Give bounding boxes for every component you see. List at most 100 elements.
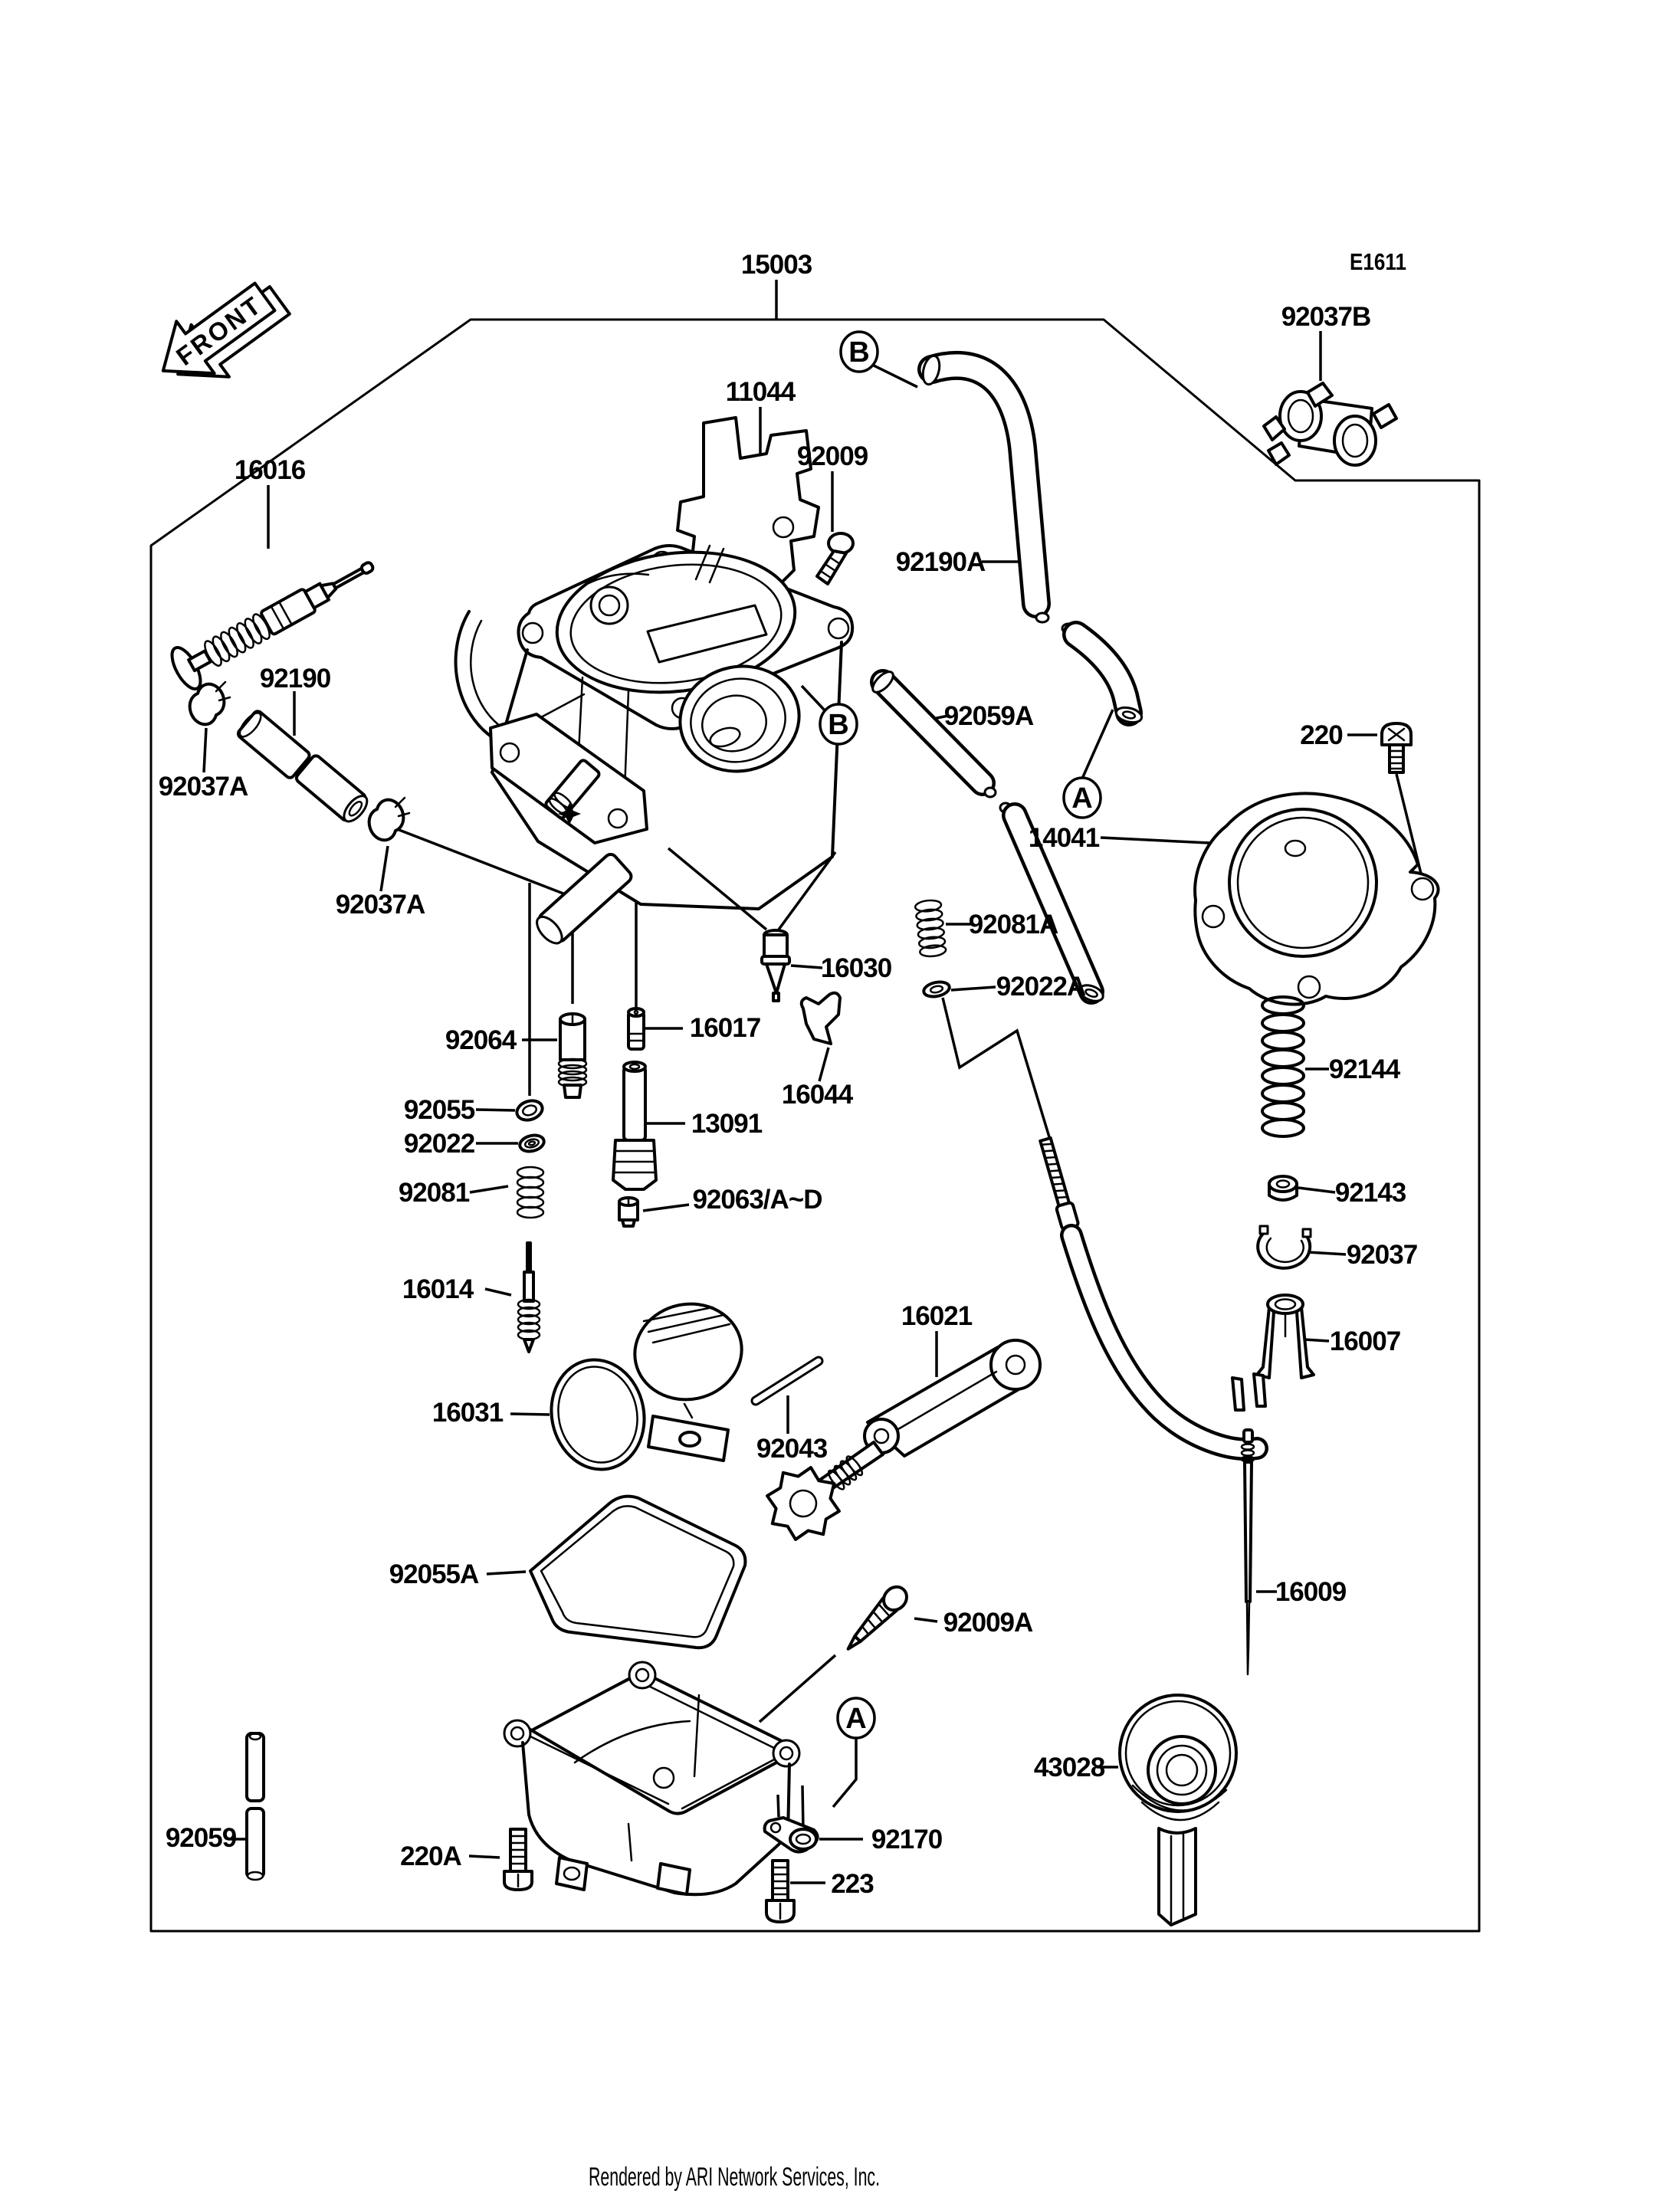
bowl-gasket-92055a	[529, 1494, 747, 1650]
part-label: 92063/A~D	[692, 1185, 822, 1215]
reference-marker-b: B	[819, 703, 858, 746]
tube-92190-lower	[294, 754, 369, 823]
label-leader-line	[469, 1185, 509, 1194]
part-label: 92009A	[943, 1608, 1033, 1638]
reference-marker-a: A	[1062, 776, 1102, 819]
float-valve-16030	[760, 929, 791, 1002]
reference-marker-letter: A	[845, 1703, 866, 1735]
part-label: 92170	[871, 1825, 943, 1854]
fitting-92170	[763, 1816, 819, 1854]
part-label: 223	[831, 1869, 874, 1899]
front-direction-arrow: FRONT	[161, 281, 291, 379]
part-label: 92037B	[1281, 302, 1371, 332]
part-label: 92022	[404, 1129, 475, 1159]
part-label: 92059A	[944, 701, 1034, 731]
part-label: 92064	[445, 1025, 517, 1055]
label-leader-line	[202, 727, 208, 773]
marker-leader-line	[832, 1736, 858, 1808]
part-label: 220	[1300, 720, 1343, 750]
label-leader-line	[1307, 1251, 1347, 1256]
drain-tube-92059	[245, 1732, 265, 1881]
reference-marker-letter: A	[1071, 782, 1092, 815]
part-label: 11044	[726, 377, 796, 407]
spring-92081a	[914, 899, 947, 958]
marker-leader-line	[800, 684, 827, 713]
spring-92144	[1261, 995, 1305, 1138]
part-label: 92081A	[969, 910, 1058, 939]
label-leader-line	[379, 845, 389, 892]
clamp-92037b	[1262, 382, 1398, 467]
marker-leader-line	[1081, 709, 1114, 779]
clip-92037a-1	[188, 680, 231, 726]
clip-16044	[799, 991, 842, 1045]
part-label: 92144	[1329, 1054, 1401, 1084]
part-label: 92059	[166, 1823, 237, 1853]
part-label: 16014	[402, 1274, 474, 1304]
label-leader-line	[484, 1287, 512, 1297]
part-label: 92190	[260, 664, 331, 694]
label-leader-line	[914, 1617, 938, 1623]
assembly-line	[667, 847, 768, 931]
diaphragm-43028	[1118, 1694, 1238, 1926]
part-label: 15003	[741, 250, 812, 280]
spring-92081	[516, 1166, 545, 1219]
tube-92190-upper	[236, 710, 311, 779]
part-label: 92143	[1335, 1178, 1406, 1208]
diaphragm-cover-14041	[1193, 792, 1440, 1006]
carburetor-body	[454, 544, 855, 945]
part-label: 92009	[797, 441, 868, 471]
assembly-line	[758, 1654, 837, 1723]
assembly-line	[776, 1794, 780, 1818]
needle-holder-16007	[1255, 1294, 1315, 1379]
main-jet-92063	[618, 1196, 639, 1228]
label-leader-line	[510, 1412, 550, 1416]
diagram-border	[149, 318, 1481, 1933]
part-label: 92022A	[996, 972, 1086, 1002]
pilot-screw-16014	[517, 1241, 541, 1353]
footer-credit: Rendered by ARI Network Services, Inc.	[589, 2163, 880, 2192]
choke-plunger-16016	[170, 561, 375, 690]
part-label: 16044	[782, 1080, 854, 1110]
screw-92009a	[846, 1585, 908, 1651]
label-leader-line	[790, 964, 823, 969]
assembly-line	[777, 851, 837, 931]
part-label: 14041	[1029, 823, 1100, 853]
assembly-line	[392, 826, 568, 897]
part-label: 92190A	[896, 547, 986, 577]
label-leader-line	[468, 1854, 500, 1859]
pilot-jet-92064	[557, 1012, 588, 1099]
label-leader-line	[642, 1203, 690, 1212]
washer-92022a	[922, 980, 951, 998]
reference-marker-letter: B	[848, 336, 869, 369]
needle-jet-13091	[612, 1061, 658, 1191]
part-label: 92055	[404, 1095, 475, 1125]
throttle-slide-16031	[550, 1302, 743, 1471]
reference-marker-letter: B	[828, 709, 848, 741]
part-label: 16021	[901, 1301, 973, 1331]
part-label: 13091	[691, 1109, 763, 1139]
screw-220a	[503, 1828, 533, 1891]
label-leader-line	[818, 1047, 830, 1082]
part-label: 16007	[1330, 1326, 1400, 1356]
washer-92022	[518, 1133, 546, 1153]
part-label: 16016	[235, 455, 306, 485]
float-bowl	[503, 1661, 801, 1897]
label-leader-line	[1298, 1186, 1336, 1194]
screw-220	[1380, 722, 1413, 774]
part-label: 16030	[821, 953, 892, 983]
circlip-92037	[1256, 1225, 1312, 1270]
part-label: 92037A	[159, 772, 248, 802]
part-label: 16031	[432, 1398, 504, 1428]
lever-assembly-16021	[766, 1136, 1268, 1541]
part-label: 43028	[1034, 1753, 1105, 1782]
screw-223	[765, 1859, 796, 1923]
pin-92043	[750, 1356, 824, 1406]
jet-16017	[627, 1007, 645, 1051]
leader-lines-layer	[202, 280, 1424, 1884]
part-label: 16009	[1275, 1577, 1347, 1607]
part-label: 92043	[756, 1434, 828, 1464]
part-label: 92037	[1347, 1240, 1417, 1270]
diagram-code: E1611	[1350, 248, 1406, 275]
clip-92037a-2	[367, 796, 411, 842]
